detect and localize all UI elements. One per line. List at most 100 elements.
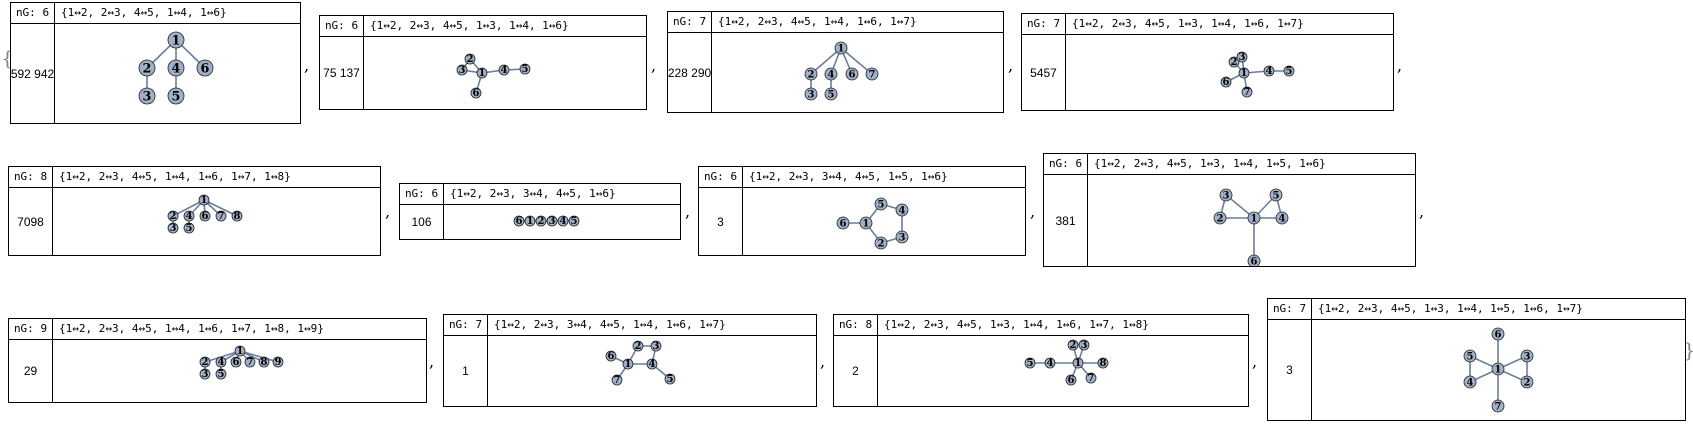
graph-node-label: 5: [186, 223, 193, 234]
graph-node: [1228, 56, 1240, 68]
graph-node: [231, 210, 243, 222]
node-count-cell: nG: 8: [9, 167, 53, 187]
graph-node-label: 7: [247, 357, 254, 368]
card-header: nG: 9 {1↔2, 2↔3, 4↔5, 1↔4, 1↔6, 1↔7, 1↔8…: [9, 319, 426, 340]
graph-node-label: 4: [1279, 213, 1286, 224]
node-count-cell: nG: 6: [699, 167, 743, 187]
graph-node: [470, 87, 482, 99]
graph-edge: [239, 350, 279, 363]
graph-node: [167, 59, 185, 77]
graph-node: [1491, 399, 1505, 413]
graph-node: [546, 215, 558, 227]
graph-node-label: 4: [501, 65, 508, 76]
ng-label: nG:: [1026, 17, 1047, 30]
node-count: 8: [865, 318, 873, 331]
graph-node-label: 2: [1070, 340, 1077, 351]
graph-edge: [204, 350, 241, 363]
ng-label: nG:: [13, 322, 34, 335]
graph-node: [167, 87, 185, 105]
graph-node: [498, 64, 510, 76]
graph-node-label: 5: [1273, 190, 1280, 201]
edge-list: {1↔2, 2↔3, 4↔5, 1↔3, 1↔4, 1↔6, 1↔7, 1↔8}: [884, 318, 1149, 331]
card-header: nG: 7 {1↔2, 2↔3, 3↔4, 4↔5, 1↔4, 1↔6, 1↔7…: [444, 315, 816, 336]
node-count: 9: [40, 322, 48, 335]
graph-count: 29: [9, 340, 53, 402]
graph-node-label: 1: [527, 216, 534, 227]
node-count: 7: [1053, 17, 1061, 30]
graph-node: [138, 59, 156, 77]
node-count-cell: nG: 7: [444, 315, 488, 335]
node-count-cell: nG: 7: [1022, 14, 1066, 34]
graph-node: [895, 230, 909, 244]
graph-node-label: 1: [201, 195, 208, 206]
graph-count: 1: [444, 336, 488, 406]
graph-node-label: 5: [1027, 358, 1034, 369]
graph-node: [456, 64, 468, 76]
graph-node: [1097, 357, 1109, 369]
separator-comma: ,: [304, 56, 310, 75]
graph-node: [611, 374, 623, 386]
graph-node-label: 3: [1524, 351, 1531, 362]
graph-node: [1213, 211, 1227, 225]
graph-node: [215, 368, 227, 380]
graph-card: nG: 6 {1↔2, 2↔3, 3↔4, 4↔5, 1↔5, 1↔6} 3 1…: [698, 166, 1026, 256]
graph-node: [1520, 349, 1534, 363]
graph-node-label: 3: [1239, 52, 1246, 63]
graph-node: [258, 356, 270, 368]
node-count: 6: [1075, 157, 1083, 170]
graph-node: [824, 67, 838, 81]
graph-node-label: 6: [849, 69, 856, 80]
graph-node: [650, 340, 662, 352]
graph-node-label: 1: [237, 346, 244, 357]
card-header: nG: 7 {1↔2, 2↔3, 4↔5, 1↔4, 1↔6, 1↔7}: [668, 12, 1003, 33]
graph-node: [476, 67, 488, 79]
node-count-cell: nG: 8: [834, 315, 878, 335]
graph-card: nG: 6 {1↔2, 2↔3, 4↔5, 1↔3, 1↔4, 1↔6} 75 …: [319, 15, 647, 110]
separator-comma: ,: [685, 202, 691, 221]
graph-node-label: 5: [571, 216, 578, 227]
graph-node-label: 7: [1088, 373, 1095, 384]
graph-node-label: 1: [1075, 358, 1082, 369]
graph-node-label: 8: [1100, 358, 1107, 369]
card-header: nG: 6 {1↔2, 2↔3, 4↔5, 1↔4, 1↔6}: [11, 3, 300, 24]
graph-node-label: 4: [649, 359, 656, 370]
graph-node-label: 2: [538, 216, 545, 227]
separator-comma: ,: [820, 352, 826, 371]
graph-node-label: 9: [275, 357, 282, 368]
graph-node: [895, 203, 909, 217]
graph-node-label: 4: [560, 216, 567, 227]
graph-count: 381: [1044, 175, 1088, 266]
graph-node: [664, 373, 676, 385]
graph-node-label: 6: [202, 211, 209, 222]
graph-card: nG: 6 {1↔2, 2↔3, 4↔5, 1↔3, 1↔4, 1↔5, 1↔6…: [1043, 153, 1416, 267]
edge-list: {1↔2, 2↔3, 4↔5, 1↔3, 1↔4, 1↔5, 1↔6, 1↔7}: [1318, 302, 1583, 315]
card-header: nG: 8 {1↔2, 2↔3, 4↔5, 1↔3, 1↔4, 1↔6, 1↔7…: [834, 315, 1248, 336]
graph-node-label: 3: [899, 232, 906, 243]
graph-node: [865, 67, 879, 81]
graph-node-label: 4: [172, 61, 181, 76]
edge-list: {1↔2, 2↔3, 3↔4, 4↔5, 1↔4, 1↔6, 1↔7}: [494, 318, 726, 331]
graph-node: [199, 356, 211, 368]
graph-count: 7098: [9, 188, 53, 255]
graph-node: [1491, 362, 1505, 376]
graph-node: [199, 210, 211, 222]
separator-comma: ,: [1030, 202, 1036, 221]
graph-node-label: 6: [608, 351, 615, 362]
graph-node-label: 2: [170, 211, 177, 222]
ng-label: nG:: [324, 19, 345, 32]
node-count-cell: nG: 6: [1044, 154, 1088, 174]
node-count: 7: [699, 15, 707, 28]
graph-node: [1463, 349, 1477, 363]
graph-node-label: 7: [218, 211, 225, 222]
graph-node: [199, 368, 211, 380]
graph-node-label: 1: [479, 68, 486, 79]
separator-comma: ,: [1419, 202, 1425, 221]
